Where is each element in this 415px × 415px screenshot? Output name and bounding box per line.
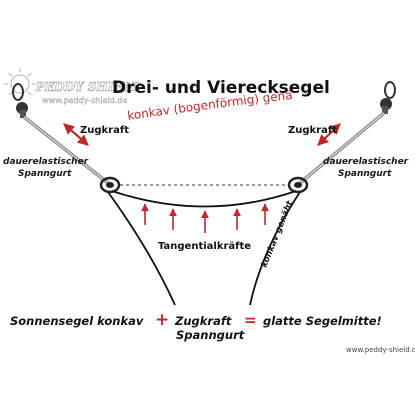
formula-equals: =	[244, 311, 257, 329]
right-strap	[298, 111, 386, 185]
logo: PEDDY SHIELD www.peddy-shield.de	[4, 68, 142, 105]
zugkraft-right-arrow	[317, 123, 341, 146]
logo-url: www.peddy-shield.de	[42, 96, 127, 105]
formula: Sonnensegel konkav + Zugkraft = glatte S…	[10, 310, 382, 330]
footer-url: www.peddy-shield.de	[346, 346, 415, 354]
logo-brand: PEDDY SHIELD	[35, 80, 142, 94]
left-ring	[99, 176, 121, 194]
left-fastener	[12, 83, 28, 118]
zugkraft-left-arrow	[63, 123, 89, 146]
tangential-label: Tangentialkräfte	[158, 241, 251, 252]
formula-part2: Zugkraft	[174, 314, 232, 328]
zugkraft-right-label: Zugkraft	[288, 125, 337, 136]
formula-part1: Sonnensegel konkav	[10, 314, 144, 328]
strap-right-line2: Spanngurt	[338, 169, 392, 179]
strap-left-line1: dauerelastischer	[3, 157, 89, 167]
formula-part3: glatte Segelmitte!	[263, 314, 382, 328]
right-ring	[287, 176, 309, 194]
formula-plus: +	[155, 310, 169, 330]
strap-right-line1: dauerelastischer	[323, 157, 409, 167]
left-strap	[22, 115, 110, 185]
sail-outline	[107, 190, 301, 306]
formula-line2: Spanngurt	[176, 328, 245, 342]
strap-left-line2: Spanngurt	[18, 169, 72, 179]
sun-logo-icon	[4, 68, 36, 100]
tangential-arrows	[141, 203, 269, 233]
page-title: Drei- und Vierecksegel	[112, 78, 330, 98]
right-fastener	[380, 81, 396, 114]
zugkraft-left-label: Zugkraft	[80, 125, 129, 136]
